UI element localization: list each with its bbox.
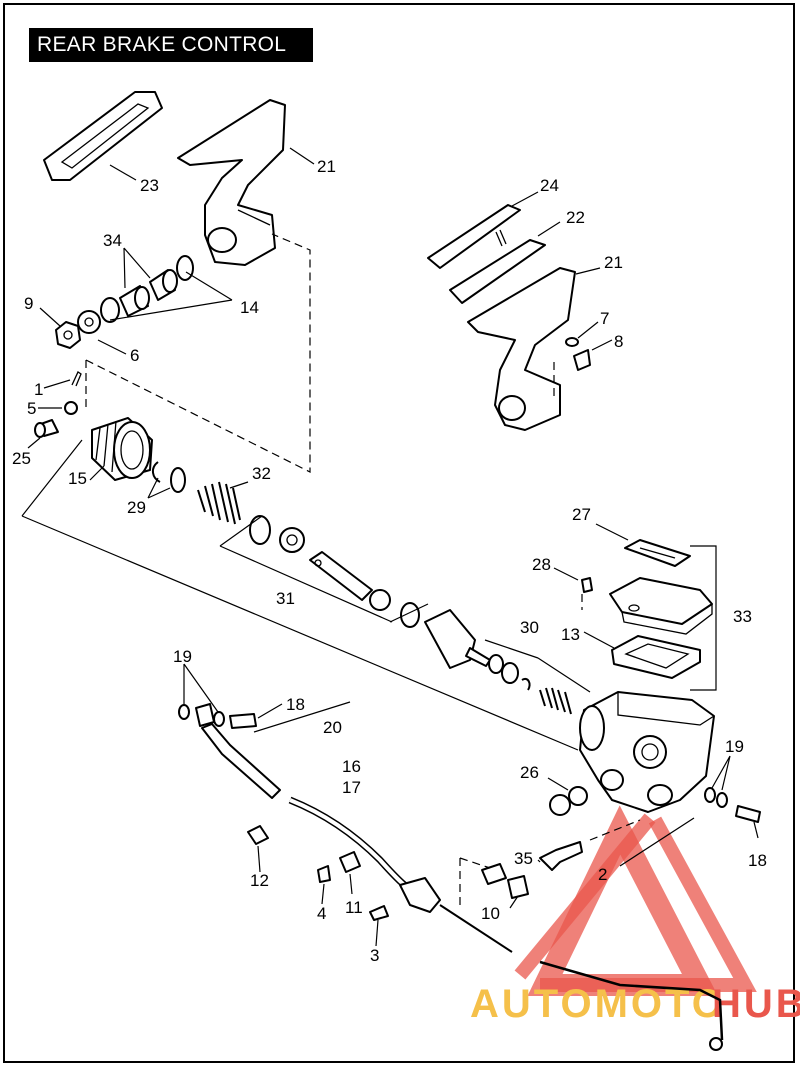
callout-16: 16 — [342, 757, 361, 776]
callout-10: 10 — [481, 904, 500, 923]
callout-19-left: 19 — [173, 647, 192, 666]
part-21-brake-pedal-right — [427, 204, 591, 431]
callout-27: 27 — [572, 505, 591, 524]
callout-4: 4 — [317, 904, 326, 923]
callout-34: 34 — [103, 231, 122, 250]
callout-26: 26 — [520, 763, 539, 782]
part-1-5-25-clevis-hardware — [34, 371, 82, 438]
callout-6: 6 — [130, 346, 139, 365]
part-15-rubber-boot — [91, 417, 153, 481]
callout-12: 12 — [250, 871, 269, 890]
callout-28: 28 — [532, 555, 551, 574]
callout-11: 11 — [345, 898, 363, 917]
callout-35: 35 — [514, 849, 533, 868]
callout-23: 23 — [140, 176, 159, 195]
callout-3: 3 — [370, 946, 379, 965]
callout-13: 13 — [561, 625, 580, 644]
leader-lines — [21, 147, 759, 947]
callout-7: 7 — [600, 309, 609, 328]
callout-24: 24 — [540, 176, 559, 195]
callout-9: 9 — [24, 294, 33, 313]
master-cylinder-body — [549, 691, 715, 816]
callout-14: 14 — [240, 298, 259, 317]
callout-18-left: 18 — [286, 695, 305, 714]
callout-25: 25 — [12, 449, 31, 468]
part-27-28-13-33-reservoir-cover — [581, 539, 713, 679]
callout-8: 8 — [614, 332, 623, 351]
diagram-title: REAR BRAKE CONTROL — [29, 28, 313, 62]
callout-31: 31 — [276, 589, 295, 608]
callout-21-right: 21 — [604, 253, 623, 272]
callout-17: 17 — [342, 778, 361, 797]
part-21-brake-pedal-upper — [177, 99, 286, 266]
part-30-piston-assembly — [400, 602, 572, 715]
callout-20: 20 — [323, 718, 342, 737]
callout-19-right: 19 — [725, 737, 744, 756]
part-16-17-20-brake-lines — [201, 723, 513, 953]
watermark-word-b: HUB — [712, 982, 800, 1026]
callout-33: 33 — [733, 607, 752, 626]
callout-2: 2 — [598, 865, 607, 884]
callout-18-right: 18 — [748, 851, 767, 870]
callout-1: 1 — [34, 380, 43, 399]
part-19-18-banjo-hardware — [178, 703, 761, 823]
callout-30: 30 — [520, 618, 539, 637]
part-23-pedal-pad — [43, 91, 163, 181]
part-29-32-31-spring-and-pushrod — [152, 461, 391, 611]
callout-5: 5 — [27, 399, 36, 418]
callout-22: 22 — [566, 208, 585, 227]
small-fasteners-and-switch — [247, 825, 724, 1051]
callout-21-upper: 21 — [317, 157, 336, 176]
callout-labels: 23 21 34 9 14 6 1 5 25 15 29 32 24 22 21… — [12, 157, 767, 965]
diagram-frame — [3, 3, 795, 1063]
callout-32: 32 — [252, 464, 271, 483]
callout-29: 29 — [127, 498, 146, 517]
callout-15: 15 — [68, 469, 87, 488]
